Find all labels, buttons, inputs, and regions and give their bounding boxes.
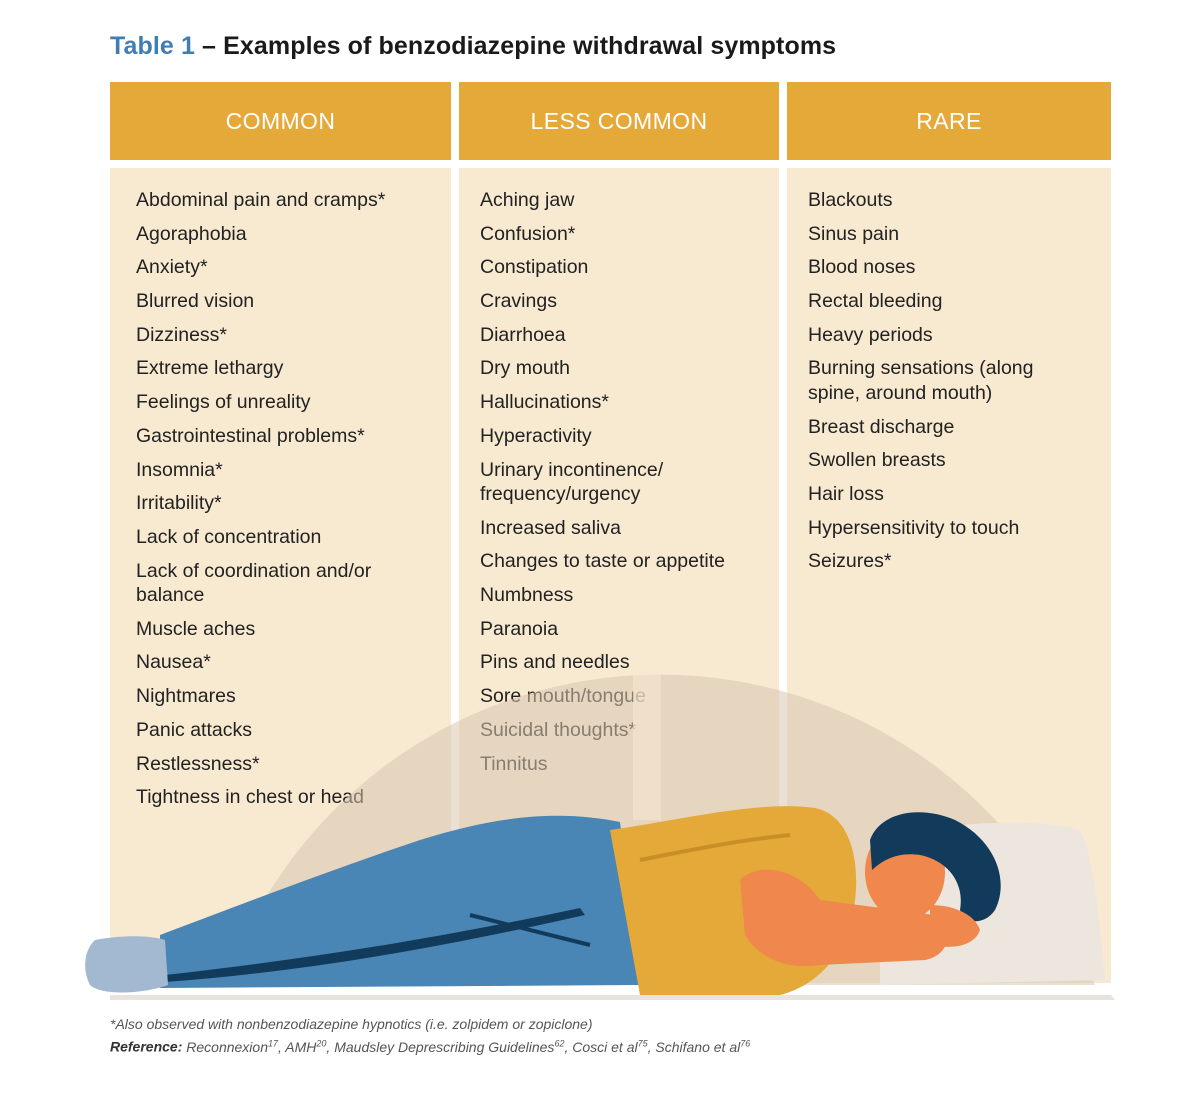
footnote-references: Reference: Reconnexion17, AMH20, Maudsle… bbox=[110, 1034, 750, 1057]
list-item: Agoraphobia bbox=[136, 222, 247, 245]
list-item: Diarrhoea bbox=[480, 323, 566, 346]
list-item: Changes to taste or appetite bbox=[480, 550, 725, 573]
table-number: Table 1 bbox=[110, 32, 195, 60]
list-item: Hyperactivity bbox=[480, 424, 592, 447]
footnote-note: *Also observed with nonbenzodiazepine hy… bbox=[110, 1016, 593, 1032]
reference-item: Cosci et al75, bbox=[572, 1038, 656, 1055]
list-item: Abdominal pain and cramps* bbox=[136, 189, 386, 211]
list-item: Panic attacks bbox=[136, 718, 252, 741]
reference-label: Reference: bbox=[110, 1038, 183, 1055]
reference-item: Reconnexion17, bbox=[186, 1038, 286, 1055]
list-less-common: Aching jaw Confusion* Constipation Cravi… bbox=[459, 168, 779, 776]
list-item: Cravings bbox=[480, 290, 557, 313]
list-item: Tinnitus bbox=[480, 752, 548, 775]
list-item: Restlessness* bbox=[136, 752, 260, 775]
list-item: Hallucinations* bbox=[480, 391, 609, 414]
list-item: Blurred vision bbox=[136, 290, 255, 313]
list-item: Constipation bbox=[480, 256, 589, 279]
list-rare: Blackouts Sinus pain Blood noses Rectal … bbox=[787, 168, 1111, 574]
list-item: Gastrointestinal problems* bbox=[136, 424, 365, 447]
list-item: Increased saliva bbox=[480, 516, 621, 539]
list-item: Burning sensations (along spine, around … bbox=[808, 357, 1034, 404]
header-common-label: COMMON bbox=[225, 107, 336, 134]
list-common: Abdominal pain and cramps* Agoraphobia A… bbox=[110, 168, 451, 810]
header-common: COMMON bbox=[110, 82, 451, 160]
floor-shadow bbox=[110, 995, 1115, 1000]
list-item: Anxiety* bbox=[136, 256, 208, 279]
list-item: Extreme lethargy bbox=[136, 357, 284, 380]
list-item: Irritability* bbox=[136, 492, 222, 515]
header-rare: RARE bbox=[787, 82, 1111, 160]
column-common: Abdominal pain and cramps* Agoraphobia A… bbox=[110, 168, 451, 983]
list-item: Seizures* bbox=[808, 550, 892, 573]
list-item: Urinary incontinence/ frequency/urgency bbox=[480, 458, 664, 506]
header-rare-label: RARE bbox=[916, 107, 982, 134]
list-item: Sore mouth/tongue bbox=[480, 685, 646, 708]
reference-item: Schifano et al76 bbox=[655, 1038, 751, 1055]
list-item: Numbness bbox=[480, 584, 574, 607]
list-item: Swollen breasts bbox=[808, 449, 946, 472]
list-item: Nausea* bbox=[136, 651, 211, 674]
header-less-common: LESS COMMON bbox=[459, 82, 779, 160]
column-less-common: Aching jaw Confusion* Constipation Cravi… bbox=[459, 168, 779, 983]
table-title: Table 1 – Examples of benzodiazepine wit… bbox=[110, 32, 836, 61]
list-item: Pins and needles bbox=[480, 651, 630, 674]
list-item: Sinus pain bbox=[808, 222, 900, 245]
list-item: Blackouts bbox=[808, 189, 893, 211]
column-rare: Blackouts Sinus pain Blood noses Rectal … bbox=[787, 168, 1111, 983]
list-item: Insomnia* bbox=[136, 458, 223, 481]
list-item: Nightmares bbox=[136, 685, 236, 708]
list-item: Feelings of unreality bbox=[136, 391, 311, 414]
list-item: Confusion* bbox=[480, 222, 576, 245]
list-item: Blood noses bbox=[808, 256, 916, 279]
list-item: Paranoia bbox=[480, 617, 559, 640]
list-item: Dizziness* bbox=[136, 323, 228, 346]
list-item: Heavy periods bbox=[808, 323, 933, 346]
list-item: Lack of coordination and/or balance bbox=[136, 559, 372, 607]
list-item: Breast discharge bbox=[808, 415, 955, 438]
list-item: Suicidal thoughts* bbox=[480, 718, 637, 741]
list-item: Aching jaw bbox=[480, 189, 575, 211]
list-item: Rectal bleeding bbox=[808, 290, 943, 313]
list-item: Tightness in chest or head bbox=[136, 786, 364, 809]
header-less-common-label: LESS COMMON bbox=[530, 107, 708, 134]
list-item: Dry mouth bbox=[480, 357, 570, 380]
list-item: Muscle aches bbox=[136, 617, 256, 640]
table-caption: – Examples of benzodiazepine withdrawal … bbox=[202, 32, 837, 60]
list-item: Lack of concentration bbox=[136, 525, 322, 548]
footnote: *Also observed with nonbenzodiazepine hy… bbox=[110, 1015, 750, 1057]
reference-item: Maudsley Deprescribing Guidelines62, bbox=[334, 1038, 573, 1055]
list-item: Hypersensitivity to touch bbox=[808, 516, 1020, 539]
reference-item: AMH20, bbox=[285, 1038, 335, 1055]
list-item: Hair loss bbox=[808, 483, 884, 505]
